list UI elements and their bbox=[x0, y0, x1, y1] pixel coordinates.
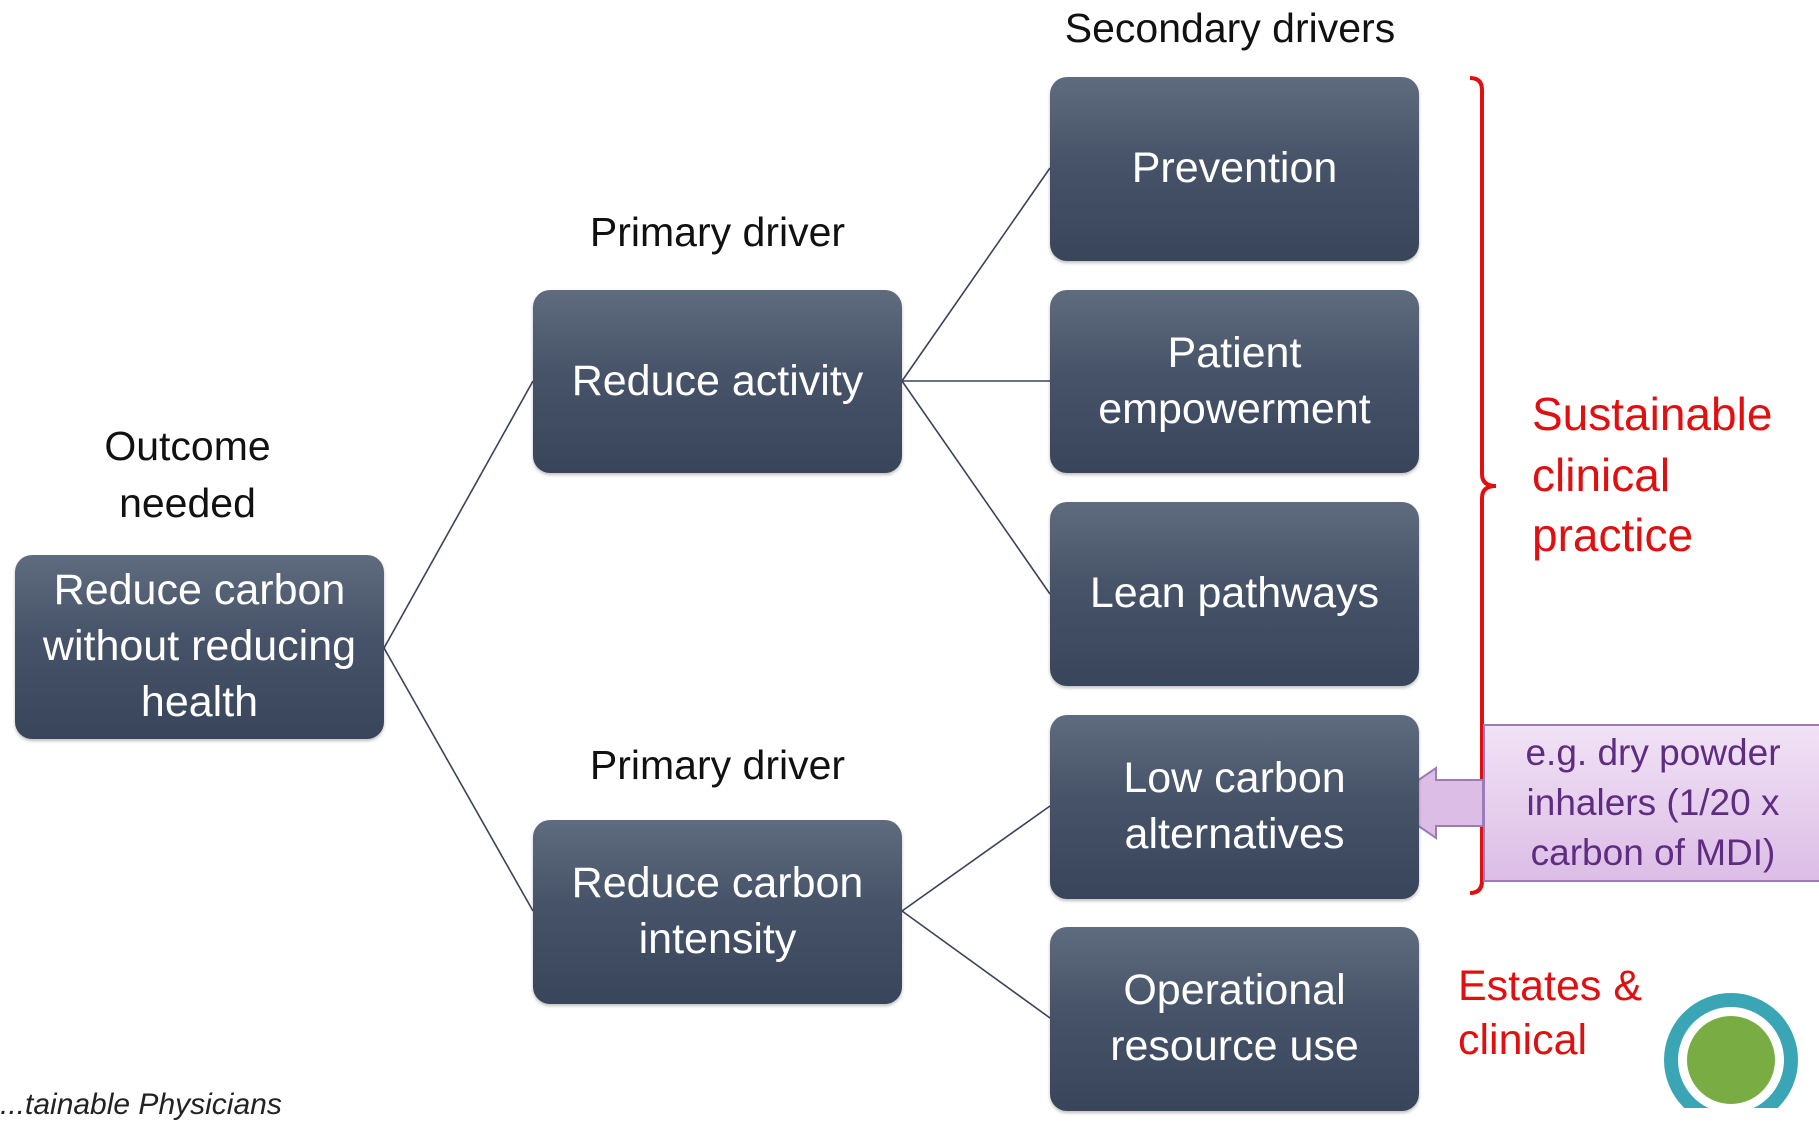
primary-driver-header-top: Primary driver bbox=[589, 209, 846, 255]
logo-icon bbox=[1664, 993, 1798, 1108]
secondary-drivers-header: Secondary drivers bbox=[1064, 5, 1396, 51]
secondary-patient-empowerment-box: Patient empowerment bbox=[1050, 290, 1419, 473]
sustainable-clinical-practice-label: Sustainable clinical practice bbox=[1532, 388, 1773, 562]
secondary-prevention-box: Prevention bbox=[1050, 77, 1419, 261]
estates-clinical-label: Estates & clinical bbox=[1458, 962, 1643, 1064]
secondary-lean-pathways-box: Lean pathways bbox=[1050, 502, 1419, 686]
outcome-header: Outcome needed bbox=[104, 423, 271, 527]
footer-credit: ...tainable Physicians bbox=[0, 1088, 282, 1121]
primary-reduce-activity-box: Reduce activity bbox=[533, 290, 902, 473]
primary-driver-header-bottom: Primary driver bbox=[589, 742, 846, 788]
secondary-low-carbon-alternatives-box: Low carbon alternatives bbox=[1050, 715, 1419, 899]
red-bracket bbox=[1469, 76, 1497, 895]
secondary-operational-resource-use-box: Operational resource use bbox=[1050, 927, 1419, 1111]
outcome-box: Reduce carbon without reducing health bbox=[15, 555, 384, 739]
primary-reduce-carbon-intensity-box: Reduce carbon intensity bbox=[533, 820, 902, 1004]
inhaler-example-callout: e.g. dry powder inhalers (1/20 x carbon … bbox=[1483, 724, 1819, 882]
